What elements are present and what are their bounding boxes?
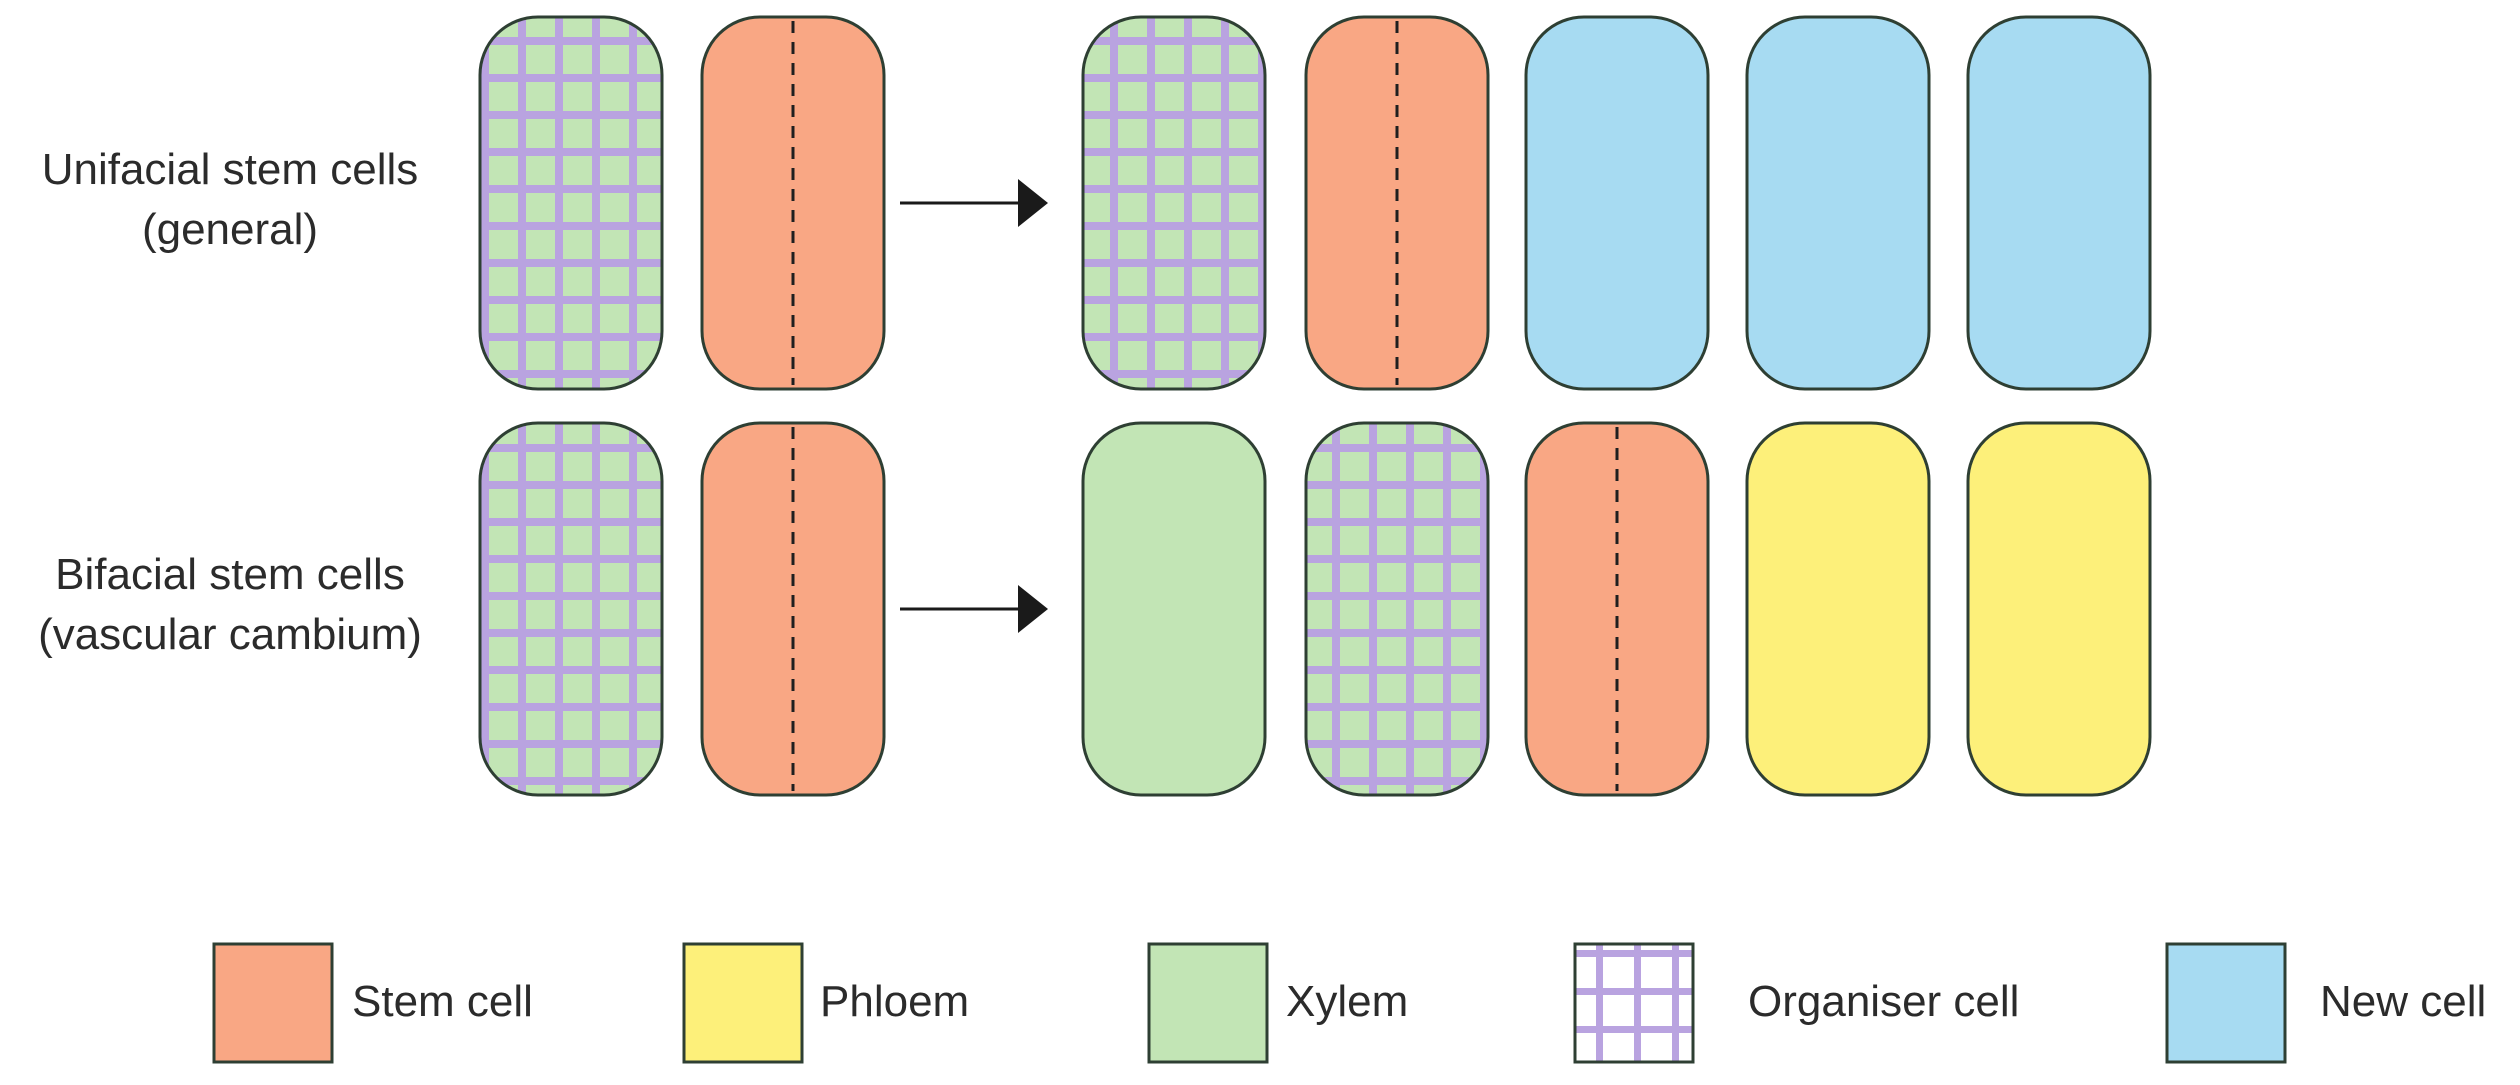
row1-after-new-cell-3 <box>1524 15 1710 391</box>
legend-label-new: New cell <box>2320 977 2487 1026</box>
legend-label-organiser: Organiser cell <box>1748 977 2020 1026</box>
row2-after-phloem-cell-5 <box>1966 421 2152 797</box>
legend-label-stem: Stem cell <box>352 977 533 1026</box>
row-label-unifacial-line2: (general) <box>141 205 319 254</box>
row-label-unifacial-line1: Unifacial stem cells <box>41 145 419 194</box>
legend-swatch-organiser <box>1573 942 1695 1064</box>
row1-after-stem-cell-2 <box>1304 15 1490 391</box>
row2-after-stem-cell-3 <box>1524 421 1710 797</box>
legend-swatch-phloem <box>682 942 804 1064</box>
row2-after-organiser-cell-2 <box>1304 421 1490 797</box>
row1-division-arrow-icon <box>900 179 1048 227</box>
legend-label-xylem: Xylem <box>1286 977 1409 1026</box>
row2-division-arrow-icon <box>900 585 1048 633</box>
row1-after-new-cell-5 <box>1966 15 2152 391</box>
row2-before-organiser-cell-1 <box>478 421 664 797</box>
row1-after-organiser-cell-1 <box>1081 15 1267 391</box>
row1-before-organiser-cell-1 <box>478 15 664 391</box>
legend-label-phloem: Phloem <box>820 977 970 1026</box>
legend-swatch-xylem <box>1147 942 1269 1064</box>
row-label-unifacial: Unifacial stem cells (general) <box>0 140 460 260</box>
row-label-bifacial: Bifacial stem cells (vascular cambium) <box>0 545 460 665</box>
legend-swatch-new <box>2165 942 2287 1064</box>
row-label-bifacial-line2: (vascular cambium) <box>38 610 422 659</box>
row1-before-stem-cell-2 <box>700 15 886 391</box>
legend-swatch-stem <box>212 942 334 1064</box>
row2-after-xylem-cell-1 <box>1081 421 1267 797</box>
row-label-bifacial-line1: Bifacial stem cells <box>55 550 405 599</box>
row2-after-phloem-cell-4 <box>1745 421 1931 797</box>
row2-before-stem-cell-2 <box>700 421 886 797</box>
row1-after-new-cell-4 <box>1745 15 1931 391</box>
